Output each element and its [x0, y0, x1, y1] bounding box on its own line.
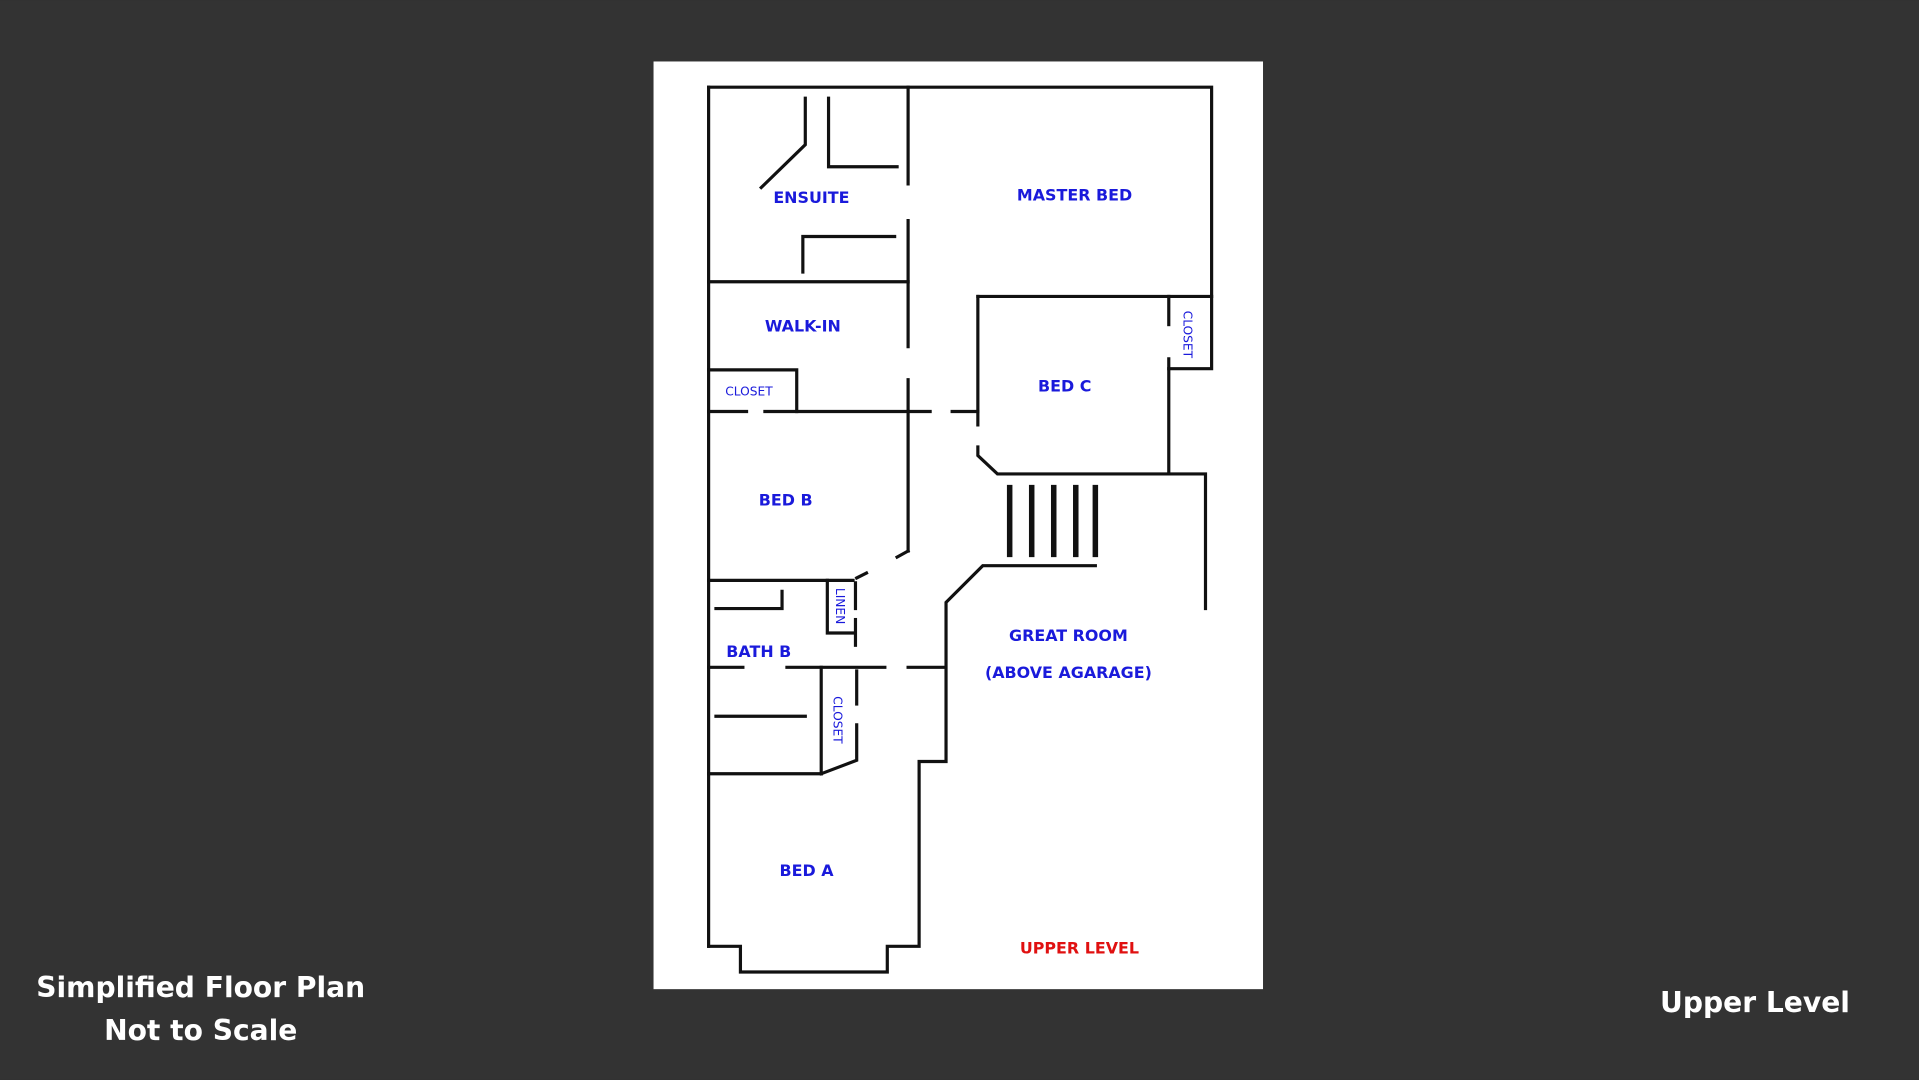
- closet-walkin-wall: [707, 368, 799, 414]
- wall-bedb-corner: [894, 548, 911, 560]
- ensuite-fixture-1: [758, 96, 807, 190]
- level-label: UPPER LEVEL: [1020, 938, 1139, 957]
- wall-bedc-corner: [976, 445, 1208, 611]
- ensuite-fixture-3: [801, 234, 897, 274]
- label-master-bed: MASTER BED: [1017, 186, 1132, 205]
- wall-bedb-tip: [854, 570, 869, 581]
- wall-great-room-left: [707, 564, 1097, 974]
- label-walk-in: WALK-IN: [765, 317, 841, 336]
- label-bath-b: BATH B: [726, 642, 791, 661]
- label-bed-b: BED B: [759, 490, 813, 509]
- label-closet-bed-c: CLOSET: [1181, 311, 1195, 359]
- caption-scale-note: Not to Scale: [104, 1014, 297, 1047]
- caption-level: Upper Level: [1660, 986, 1850, 1019]
- linen-wall: [825, 578, 855, 635]
- walls: [707, 85, 1214, 974]
- label-ensuite: ENSUITE: [773, 188, 849, 207]
- room-labels: ENSUITE MASTER BED WALK-IN CLOSET CLOSET…: [725, 186, 1194, 881]
- label-linen: LINEN: [833, 588, 847, 624]
- stairs: [1006, 484, 1099, 558]
- closet-bath-door-2: [819, 723, 859, 776]
- caption-title: Simplified Floor Plan: [36, 971, 365, 1004]
- ensuite-fixture-2: [826, 96, 899, 169]
- label-bed-c: BED C: [1038, 377, 1091, 396]
- label-great-room: GREAT ROOM: [1009, 626, 1128, 645]
- bath-fixture-1: [714, 589, 784, 611]
- floor-plan-sheet: [653, 61, 1264, 990]
- label-closet-bath: CLOSET: [831, 696, 845, 744]
- label-great-room-note: (ABOVE AGARAGE): [985, 663, 1152, 682]
- outer-wall-top-right: [707, 85, 1214, 371]
- label-bed-a: BED A: [779, 861, 834, 880]
- label-closet-walkin: CLOSET: [725, 384, 773, 398]
